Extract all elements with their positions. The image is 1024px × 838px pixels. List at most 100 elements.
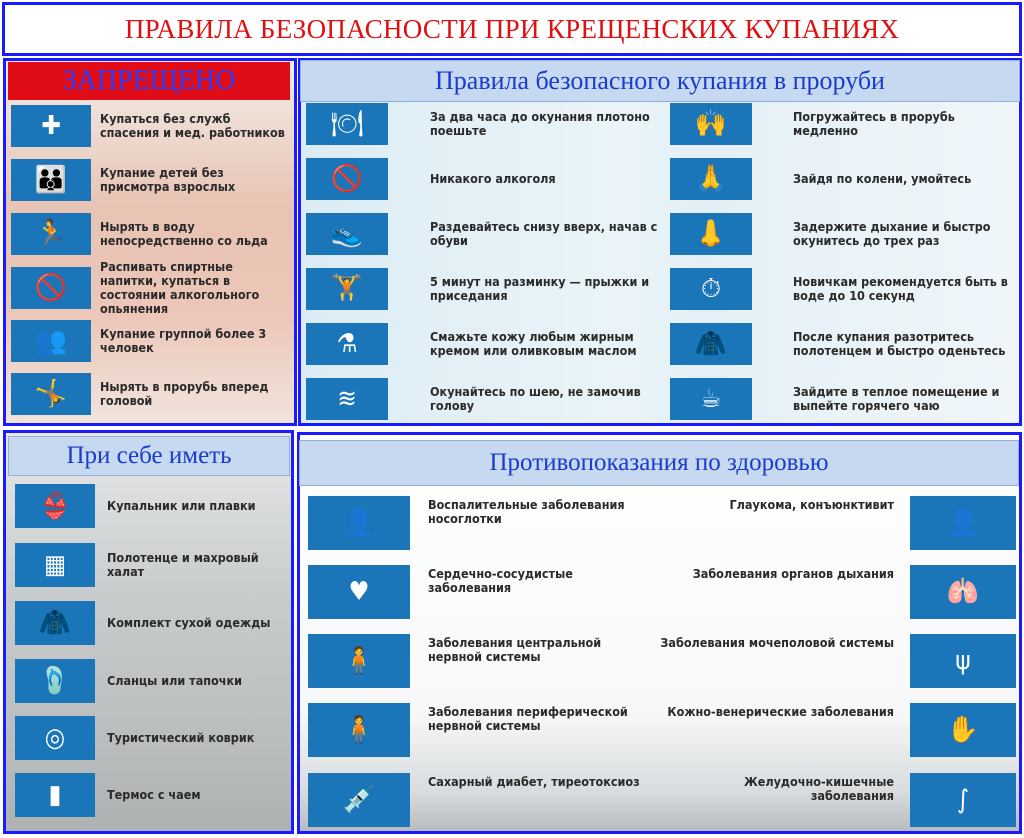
item-label: Термос с чаем (107, 787, 201, 802)
nose-icon: 👃 (670, 213, 752, 255)
item-text: Комплект сухой одежды (107, 601, 287, 645)
item-label: После купания разотритесь полотенцем и б… (793, 329, 1006, 358)
item-text: За два часа до окунания плотоно поешьте (430, 103, 665, 145)
item-label: Заболевания органов дыхания (692, 566, 894, 581)
item-label: 5 минут на разминку — прыжки и приседани… (430, 274, 650, 303)
item-text: Нырять в воду непосредственно со льда (100, 213, 292, 255)
item-label: Смажьте кожу любым жирным кремом или оли… (430, 329, 637, 358)
item-text: Никакого алкоголя (430, 158, 665, 200)
item-text: Глаукома, конъюнктивит (660, 496, 894, 550)
item-text: Зайдя по колени, умойтесь (793, 158, 1015, 200)
hot-cup-icon: ☕ (670, 378, 752, 420)
flip-flops-icon: 🩴 (15, 659, 95, 703)
item-label: Нырять в воду непосредственно со льда (100, 219, 268, 248)
rules-header: Правила безопасного купания в проруби (300, 60, 1020, 102)
item-text: Окунайтесь по шею, не замочив голову (430, 378, 665, 420)
page-title: ПРАВИЛА БЕЗОПАСНОСТИ ПРИ КРЕЩЕНСКИХ КУПА… (2, 2, 1022, 56)
item-label: Задержите дыхание и быстро окунитесь до … (793, 219, 991, 248)
item-label: Нырять в прорубь вперед головой (100, 379, 269, 408)
item-label: Распивать спиртные напитки, купаться в с… (100, 259, 260, 316)
item-text: Купание группой более 3 человек (100, 320, 292, 362)
item-text: Купаться без служб спасения и мед. работ… (100, 105, 292, 147)
item-label: Новичкам рекомендуется быть в воде до 10… (793, 274, 1008, 303)
shoe-icon: 👟 (306, 213, 388, 255)
item-label: Комплект сухой одежды (107, 615, 271, 630)
item-label: Воспалительные заболевания носоглотки (428, 497, 625, 526)
item-text: Новичкам рекомендуется быть в воде до 10… (793, 268, 1015, 310)
item-label: Купальник или плавки (107, 498, 256, 513)
item-text: Заболевания периферической нервной систе… (428, 703, 658, 757)
item-text: После купания разотритесь полотенцем и б… (793, 323, 1015, 365)
item-text: Термос с чаем (107, 773, 287, 817)
item-label: Погружайтесь в прорубь медленно (793, 109, 955, 138)
parent-child-icon: 👪 (11, 159, 91, 201)
diving-person-icon: 🤸 (11, 373, 91, 415)
stomach-icon: ∫ (910, 773, 1016, 827)
rules-panel (298, 58, 1022, 426)
item-text: Туристический коврик (107, 716, 287, 760)
item-label: Раздевайтесь снизу вверх, начав с обуви (430, 219, 658, 248)
item-text: Воспалительные заболевания носоглотки (428, 496, 658, 550)
item-text: Распивать спиртные напитки, купаться в с… (100, 260, 292, 316)
jacket-icon: 🧥 (15, 601, 95, 645)
jacket-icon: 🧥 (670, 323, 752, 365)
item-text: Задержите дыхание и быстро окунитесь до … (793, 213, 1015, 255)
contraindications-header: Противопоказания по здоровью (299, 440, 1019, 486)
item-text: Купание детей без присмотра взрослых (100, 159, 292, 201)
item-text: Полотенце и махровый халат (107, 543, 287, 587)
kidneys-icon: ψ (910, 634, 1016, 688)
item-label: Окунайтесь по шею, не замочив голову (430, 384, 641, 413)
item-label: За два часа до окунания плотоно поешьте (430, 109, 650, 138)
item-text: Купальник или плавки (107, 484, 287, 528)
item-text: Смажьте кожу любым жирным кремом или оли… (430, 323, 665, 365)
item-text: Нырять в прорубь вперед головой (100, 373, 292, 415)
towel-icon: ▦ (15, 543, 95, 587)
item-label: Полотенце и махровый халат (107, 550, 259, 579)
item-label: Никакого алкоголя (430, 171, 556, 186)
item-label: Зайдите в теплое помещение и выпейте гор… (793, 384, 1000, 413)
swimsuit-icon: 👙 (15, 484, 95, 528)
bring-header: При себе иметь (8, 436, 290, 476)
item-label: Купание группой более 3 человек (100, 326, 267, 355)
no-alcohol-icon: 🚫 (11, 267, 91, 309)
thermos-icon: ▮ (15, 773, 95, 817)
item-label: Купание детей без присмотра взрослых (100, 165, 236, 194)
item-text: Сахарный диабет, тиреотоксиоз (428, 773, 658, 827)
item-label: Купаться без служб спасения и мед. работ… (100, 111, 285, 140)
group-icon: 👥 (11, 320, 91, 362)
heart-icon: ♥ (308, 565, 410, 619)
lungs-icon: 🫁 (910, 565, 1016, 619)
item-text: Желудочно-кишечные заболевания (660, 773, 894, 827)
stopwatch-icon: ⏱ (670, 268, 752, 310)
item-label: Глаукома, конъюнктивит (729, 497, 894, 512)
body-peripheral-icon: 🧍 (308, 703, 410, 757)
item-text: Кожно-венерические заболевания (660, 703, 894, 757)
face-wash-icon: 🙏 (670, 158, 752, 200)
body-cns-icon: 🧍 (308, 634, 410, 688)
forbidden-header: ЗАПРЕЩЕНО (8, 62, 290, 100)
item-text: Заболевания мочеполовой системы (660, 634, 894, 688)
mat-roll-icon: ◎ (15, 716, 95, 760)
item-text: Сланцы или тапочки (107, 659, 287, 703)
oil-bottle-icon: ⚗ (306, 323, 388, 365)
item-label: Кожно-венерические заболевания (667, 704, 894, 719)
item-text: Сердечно-сосудистые заболевания (428, 565, 658, 619)
item-text: Погружайтесь в прорубь медленно (793, 103, 1015, 145)
item-text: Заболевания органов дыхания (660, 565, 894, 619)
item-label: Заболевания мочеполовой системы (660, 635, 894, 650)
head-eyes-icon: 👤 (910, 496, 1016, 550)
hand-icon: ✋ (910, 703, 1016, 757)
item-label: Зайдя по колени, умойтесь (793, 171, 972, 186)
jumping-person-icon: 🏃 (11, 213, 91, 255)
item-text: Раздевайтесь снизу вверх, начав с обуви (430, 213, 665, 255)
item-label: Туристический коврик (107, 730, 255, 745)
item-text: 5 минут на разминку — прыжки и приседани… (430, 268, 665, 310)
item-label: Сланцы или тапочки (107, 673, 243, 688)
item-label: Заболевания центральной нервной системы (428, 635, 602, 664)
item-label: Желудочно-кишечные заболевания (743, 774, 894, 803)
neck-dip-icon: ≋ (306, 378, 388, 420)
item-text: Зайдите в теплое помещение и выпейте гор… (793, 378, 1015, 420)
person-arms-up-icon: 🙌 (670, 103, 752, 145)
first-aid-kit-icon: ✚ (11, 105, 91, 147)
plate-cutlery-icon: 🍽 (306, 103, 388, 145)
